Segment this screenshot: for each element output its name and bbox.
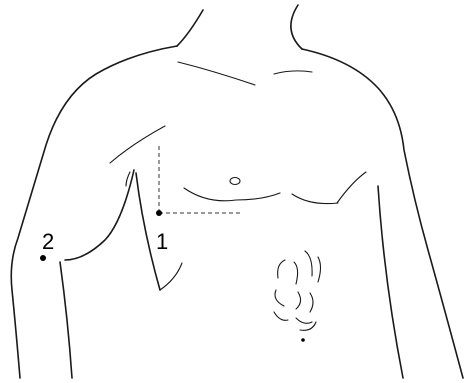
- point-1-label: 1: [156, 229, 168, 254]
- neck-left-outline: [177, 10, 203, 46]
- neck-right-outline: [291, 5, 302, 49]
- left-pectoral-line: [184, 188, 280, 201]
- navel-dot: [301, 338, 305, 342]
- left-shoulder-arm-outline: [11, 46, 177, 378]
- right-pectoral-line: [292, 194, 338, 204]
- left-forearm-line: [60, 262, 72, 378]
- point-2-label: 2: [42, 229, 54, 254]
- left-deltoid-fold: [110, 126, 165, 163]
- right-shoulder-arm-outline: [302, 49, 463, 378]
- point-2-dot: [40, 255, 46, 261]
- left-torso-side-notch: [160, 263, 182, 290]
- left-inner-arm-line: [65, 170, 134, 260]
- left-clavicle-line: [178, 62, 255, 85]
- point-1-dot: [156, 210, 162, 216]
- nipple-mark: [230, 178, 240, 185]
- right-clavicle-line: [274, 71, 312, 74]
- abdominal-muscle-outline: [274, 251, 321, 330]
- right-inner-arm-line: [378, 186, 403, 378]
- right-armpit-line: [337, 172, 366, 203]
- left-armpit-fold: [126, 172, 130, 186]
